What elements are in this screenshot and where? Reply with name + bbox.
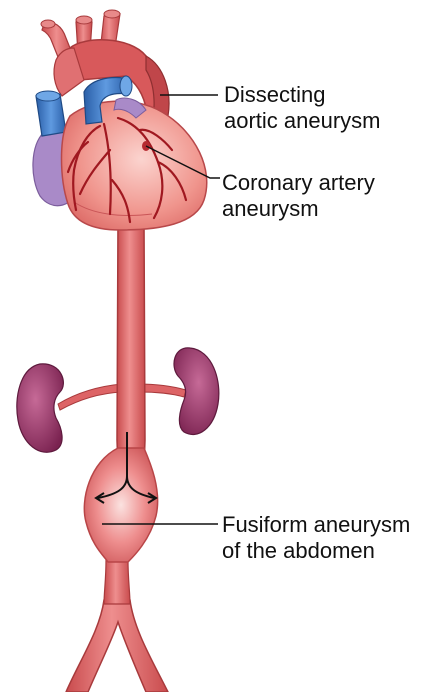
- label-coronary-artery-aneurysm: Coronary artery aneurysm: [222, 170, 375, 222]
- superior-vena-cava: [36, 91, 66, 136]
- label-line: Dissecting: [224, 82, 381, 108]
- label-line: aneurysm: [222, 196, 375, 222]
- label-line: Fusiform aneurysm: [222, 512, 410, 538]
- label-fusiform-aneurysm: Fusiform aneurysm of the abdomen: [222, 512, 410, 564]
- label-line: of the abdomen: [222, 538, 410, 564]
- label-dissecting-aortic-aneurysm: Dissecting aortic aneurysm: [224, 82, 381, 134]
- iliac-arteries: [66, 600, 168, 692]
- left-kidney: [17, 364, 64, 452]
- label-line: Coronary artery: [222, 170, 375, 196]
- label-line: aortic aneurysm: [224, 108, 381, 134]
- fusiform-aneurysm: [84, 448, 157, 562]
